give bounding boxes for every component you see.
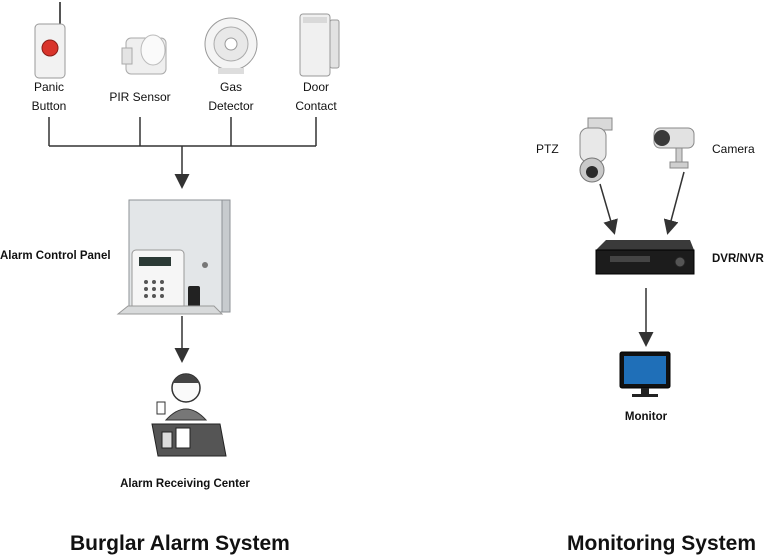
ptz-label: PTZ <box>536 142 559 156</box>
pir-sensor-icon <box>121 34 167 75</box>
burglar-alarm-system-title: Burglar Alarm System <box>70 532 290 555</box>
device-label-panic-button: Panic Button <box>31 80 67 113</box>
dvr-nvr-icon <box>595 240 695 275</box>
operator-icon <box>151 373 227 457</box>
monitoring-system-title: Monitoring System <box>567 532 757 555</box>
panic-button-icon <box>34 2 66 79</box>
monitor-icon <box>619 351 671 397</box>
device-label-pir-sensor: PIR Sensor <box>109 90 171 104</box>
camera-icon <box>653 127 695 169</box>
device-label-door-contact: Door Contact <box>295 80 337 113</box>
alarm-receiving-center-label: Alarm Receiving Center <box>120 478 250 490</box>
monitor-label: Monitor <box>624 411 668 423</box>
device-label-gas-detector: Gas Detector <box>208 80 254 113</box>
ptz-camera-icon <box>579 117 613 183</box>
dvr-nvr-label: DVR/NVR <box>712 253 764 265</box>
sensor-bus-lines <box>48 117 317 363</box>
alarm-control-panel-icon <box>116 199 231 315</box>
alarm-control-panel-label: Alarm Control Panel <box>0 250 111 262</box>
door-contact-icon <box>299 13 340 77</box>
camera-arrows <box>599 171 685 347</box>
gas-detector-icon <box>204 17 258 74</box>
camera-label: Camera <box>712 142 755 156</box>
